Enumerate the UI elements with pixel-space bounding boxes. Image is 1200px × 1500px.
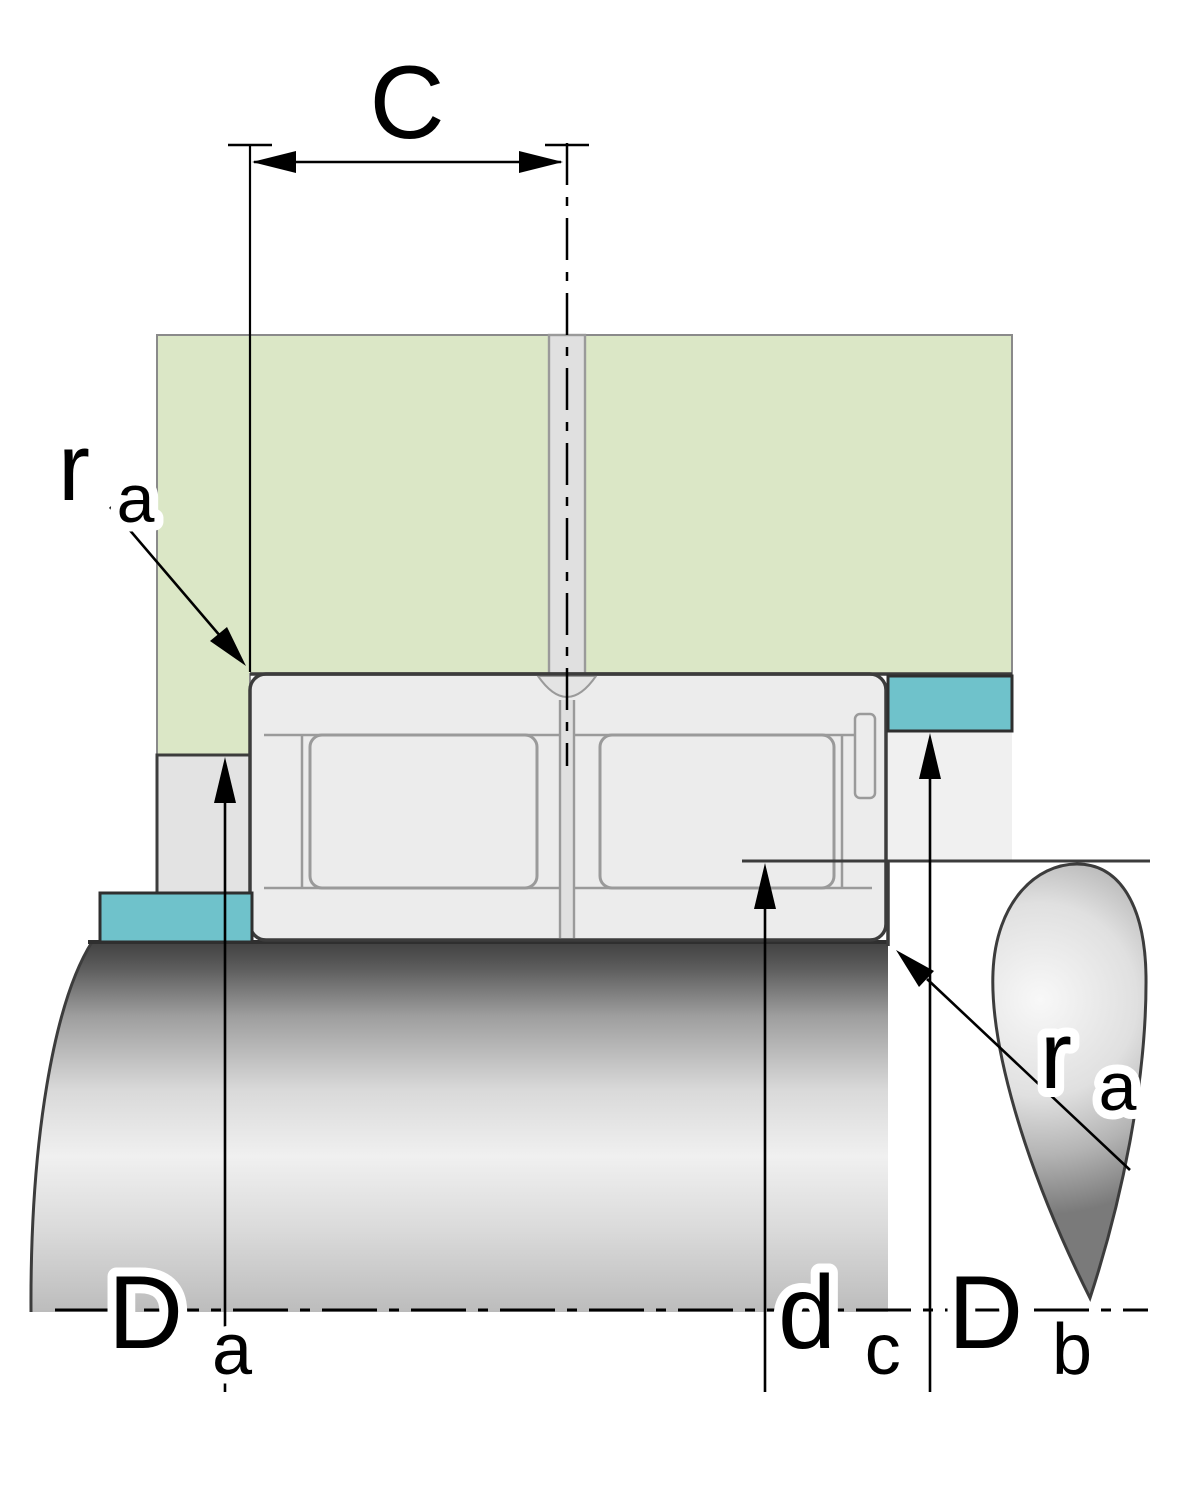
bearing xyxy=(248,672,888,942)
db-arrow xyxy=(919,733,941,779)
ra-bottom-arrow xyxy=(896,950,934,987)
da-arrow xyxy=(214,757,236,803)
label-c: C xyxy=(369,45,444,161)
shoulder-recess xyxy=(888,731,1012,862)
shoulder-fillet-surface xyxy=(991,862,1148,1302)
label-dc: d c xyxy=(778,1255,901,1390)
c-arrow-left xyxy=(252,151,296,173)
label-c-main: C xyxy=(369,45,444,161)
fillet-callout-bottom xyxy=(896,950,1131,1171)
fillet-callout-top xyxy=(109,506,246,666)
label-dc-sub: c xyxy=(865,1310,901,1390)
ra-top-arrow xyxy=(210,627,246,666)
label-ra-bottom-sub: a xyxy=(1099,1049,1137,1125)
label-db-sub: b xyxy=(1052,1310,1092,1390)
center-split-channel xyxy=(560,700,574,938)
label-db-main: D xyxy=(948,1255,1023,1371)
label-db: D b xyxy=(948,1255,1092,1390)
label-da-sub: a xyxy=(212,1310,253,1390)
shaft xyxy=(29,940,889,1313)
label-da-main: D xyxy=(108,1255,183,1371)
c-arrow-right xyxy=(519,151,563,173)
ra-bottom-leader-line xyxy=(926,978,1131,1171)
shaft-left-edge xyxy=(29,941,94,1313)
roller-right xyxy=(598,733,836,890)
shaft-body xyxy=(30,942,889,1312)
housing-spacer-ring xyxy=(155,753,252,895)
dimension-dc xyxy=(754,863,776,1392)
roller-left xyxy=(308,733,539,890)
dimension-da xyxy=(214,757,236,1392)
shaft-shoulder xyxy=(888,731,1148,1302)
ra-top-leader-line xyxy=(109,506,222,638)
label-ra-bottom: r a xyxy=(1040,1002,1137,1125)
dimension-db xyxy=(919,733,941,1392)
label-ra-bottom-main: r xyxy=(1040,1002,1072,1109)
dimension-c xyxy=(228,143,589,672)
label-ra-top-sub: a xyxy=(117,461,155,537)
dc-arrow xyxy=(754,863,776,909)
snap-ring-left xyxy=(98,891,254,944)
snap-ring-groove xyxy=(853,712,877,800)
label-ra-top: r a xyxy=(58,414,155,537)
label-ra-top-main: r xyxy=(58,414,90,521)
label-dc-main: d xyxy=(778,1255,836,1371)
snap-ring-right xyxy=(886,674,1014,733)
